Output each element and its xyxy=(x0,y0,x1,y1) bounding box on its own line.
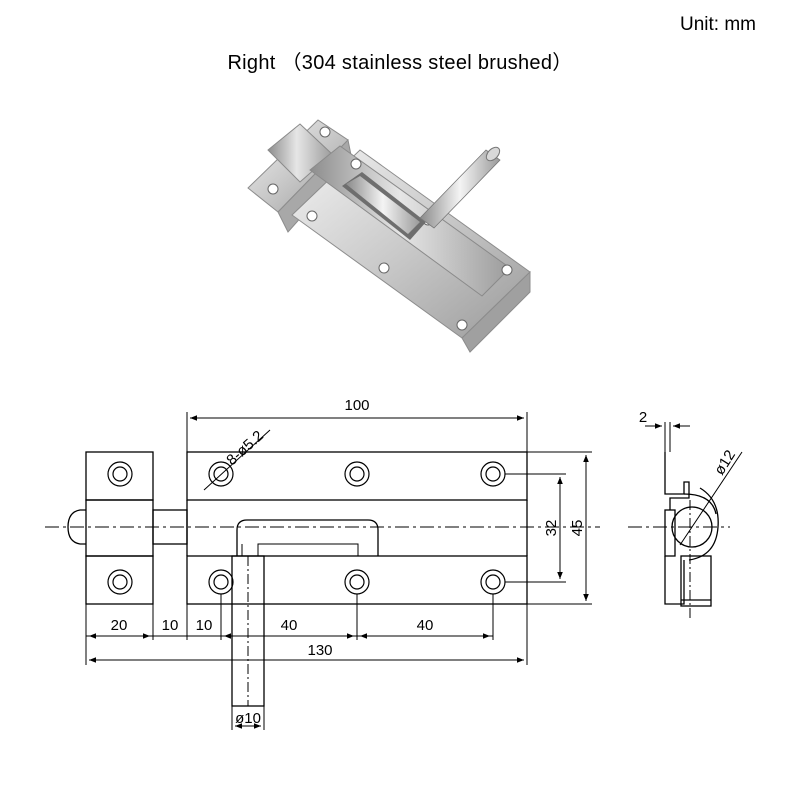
dim-hole-pitch-1: 40 xyxy=(281,617,298,634)
dim-hole-pitch-2: 40 xyxy=(417,617,434,634)
keeper-block-bottom xyxy=(85,555,154,605)
bolt-tip xyxy=(67,509,86,545)
main-plate-top xyxy=(186,451,528,501)
handle-slot xyxy=(236,519,379,556)
dim-keeper-width: 20 xyxy=(111,617,128,634)
unit-label: Unit: mm xyxy=(680,14,756,35)
dim-hole-spec: 8-ø5.2 xyxy=(223,427,267,469)
screw-holes xyxy=(107,461,506,595)
dim-inner-height: 32 xyxy=(543,520,560,537)
keeper-bridge xyxy=(85,499,154,557)
dim-handle-diameter: ø10 xyxy=(235,710,261,727)
product-title: Right （304 stainless steel brushed） xyxy=(227,52,573,74)
keeper-block-top xyxy=(85,451,154,501)
dim-bolt-diameter-side: ø12 xyxy=(711,447,739,478)
dim-outer-height: 45 xyxy=(569,520,586,537)
dim-gap-1: 10 xyxy=(162,617,179,634)
dim-total-length: 130 xyxy=(307,642,332,659)
hole-spec-leader xyxy=(203,429,271,491)
side-view xyxy=(664,452,719,607)
dim-overall-length: 100 xyxy=(344,397,369,414)
photo-bolt xyxy=(342,146,501,240)
dim-plate-thickness: 2 xyxy=(639,409,647,426)
side-diameter-leader xyxy=(679,451,743,546)
dim-gap-2: 10 xyxy=(196,617,213,634)
